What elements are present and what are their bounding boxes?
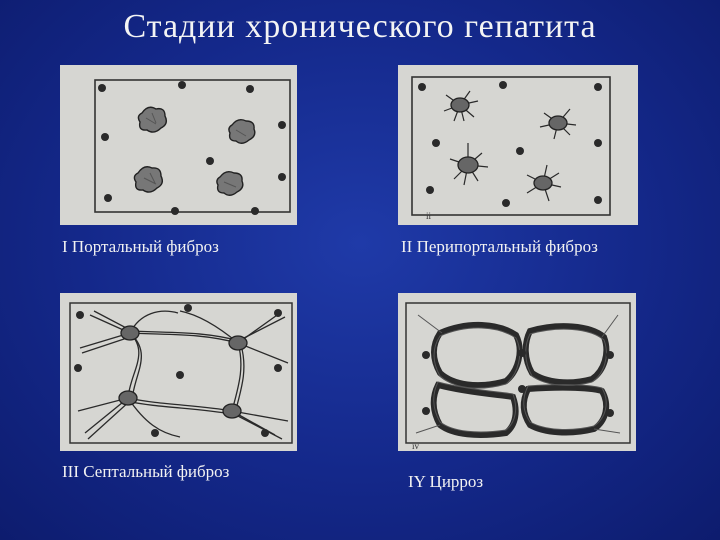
septal-fibrosis-drawing — [69, 302, 293, 444]
portal-fibrosis-caption: I Портальный фиброз — [62, 237, 219, 256]
periportal-fibrosis-diagram: ii — [398, 65, 638, 225]
slide-title: Стадии хронического гепатита — [123, 8, 597, 45]
cirrhosis-diagram: iv — [398, 293, 636, 451]
septal-fibrosis-diagram — [60, 293, 297, 451]
panel-roman-mark: iv — [412, 441, 420, 451]
periportal-fibrosis-caption: II Перипортальный фиброз — [401, 237, 598, 256]
cirrhosis-caption: IY Цирроз — [408, 472, 484, 491]
cirrhosis-drawing: iv — [405, 302, 631, 451]
periportal-fibrosis-drawing: ii — [411, 76, 611, 221]
portal-fibrosis-diagram — [60, 65, 297, 225]
portal-fibrosis-drawing — [94, 79, 291, 215]
septal-fibrosis-caption: III Септальный фиброз — [62, 462, 230, 481]
panel-roman-mark: ii — [426, 211, 432, 221]
